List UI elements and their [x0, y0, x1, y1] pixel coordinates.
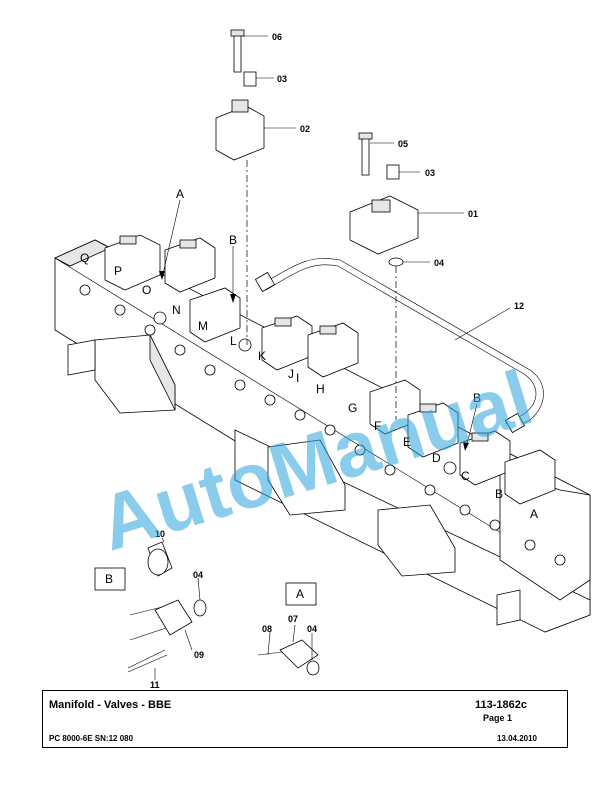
- exploded-parts-diagram: 06 03 02 05 03 01 04 12 10 04 09 11 07 0…: [54, 29, 591, 690]
- port-A: A: [530, 507, 538, 521]
- port-F: F: [374, 419, 381, 433]
- callout-07: 07: [288, 614, 298, 624]
- callout-12: 12: [514, 301, 524, 311]
- view-b-box: [94, 567, 126, 591]
- callout-04c: 04: [307, 624, 317, 634]
- arrow-b1-label: B: [229, 233, 237, 247]
- callout-11: 11: [150, 680, 160, 690]
- drawing-number: 113-1862c: [475, 699, 527, 711]
- callout-04a: 04: [434, 258, 444, 268]
- arrow-b2-label: B: [473, 391, 481, 405]
- callout-04b: 04: [193, 570, 203, 580]
- callout-10: 10: [155, 529, 165, 539]
- drawing-title: Manifold - Valves - BBE: [49, 699, 172, 711]
- port-M: M: [198, 319, 208, 333]
- port-J: J: [288, 367, 294, 381]
- detail-a-parts: [257, 639, 320, 676]
- callout-08: 08: [262, 624, 272, 634]
- leader-lines: [154, 35, 511, 680]
- port-Q: Q: [80, 251, 89, 265]
- detail-b-parts: [127, 541, 207, 673]
- view-a-label: A: [296, 587, 304, 601]
- model-serial: PC 8000-6E SN:12 080: [49, 734, 134, 743]
- port-C: C: [461, 469, 470, 483]
- exploded-valve-02: [215, 29, 265, 345]
- port-L: L: [230, 334, 237, 348]
- callout-03a: 03: [277, 74, 287, 84]
- exploded-valve-01: [349, 132, 419, 420]
- port-E: E: [403, 435, 411, 449]
- port-O: O: [142, 283, 151, 297]
- port-holes: [79, 284, 566, 566]
- manifold-body: [54, 239, 591, 633]
- port-G: G: [348, 401, 357, 415]
- port-H: H: [316, 382, 325, 396]
- page-number: Page 1: [482, 713, 512, 723]
- port-K: K: [258, 349, 266, 363]
- view-b-label: B: [105, 572, 113, 586]
- direction-arrows: [159, 199, 478, 451]
- arrow-a-label: A: [176, 187, 184, 201]
- callout-09: 09: [194, 650, 204, 660]
- callout-03b: 03: [425, 168, 435, 178]
- drawing-date: 13.04.2010: [496, 734, 537, 743]
- port-P: P: [114, 264, 122, 278]
- view-a-box: [285, 582, 317, 606]
- title-block: Manifold - Valves - BBE 113-1862c Page 1…: [42, 690, 568, 748]
- port-B: B: [495, 487, 503, 501]
- callout-01: 01: [468, 209, 478, 219]
- callout-06: 06: [272, 32, 282, 42]
- callout-05: 05: [398, 139, 408, 149]
- tube-12: [254, 258, 544, 434]
- valve-blocks: [104, 234, 556, 505]
- port-D: D: [432, 451, 441, 465]
- callout-02: 02: [300, 124, 310, 134]
- port-I: I: [296, 371, 299, 385]
- port-N: N: [172, 303, 181, 317]
